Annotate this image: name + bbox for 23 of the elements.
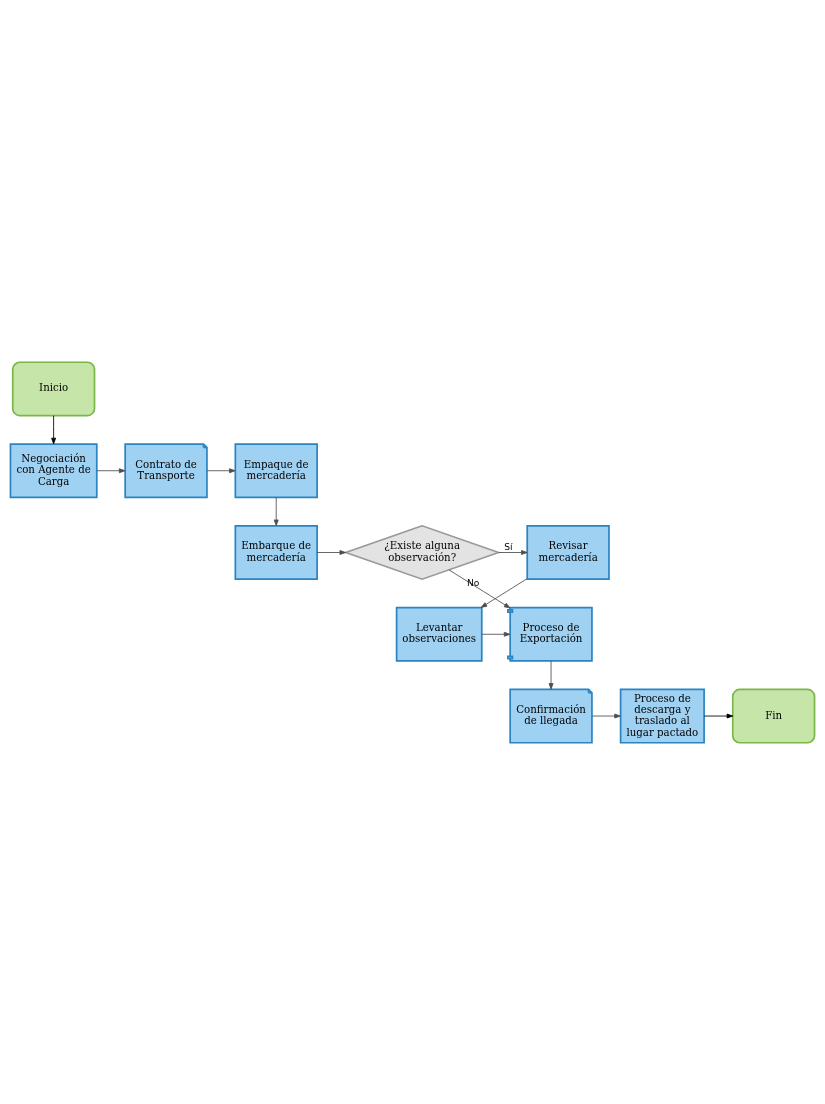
arrow [273,496,279,526]
arrow [316,549,347,555]
edge-label: Sí [504,541,513,552]
arrow [498,549,528,555]
node-box: Proceso de descarga y traslado al lugar pactado [619,688,705,744]
node-box: Empaque de mercadería [234,442,318,498]
arrow [96,467,126,473]
node-diamond: ¿Existe alguna observación? [343,524,502,580]
edge-label: No [467,577,480,588]
node-box: Negociación con Agente de Carga [9,442,98,498]
arrow [548,660,554,690]
arrow [51,414,57,444]
arrow [703,713,734,718]
node-box: Embarque de mercadería [234,524,318,580]
node-box: Inicio [11,360,96,416]
node-box: Levantar observaciones [395,606,483,662]
arrow [448,568,511,608]
node-box: Fin [731,688,816,744]
arrow [206,467,236,473]
arrow [481,631,511,637]
arrow [591,713,621,718]
arrow [480,577,528,608]
node-box: Revisar mercadería [526,524,610,580]
